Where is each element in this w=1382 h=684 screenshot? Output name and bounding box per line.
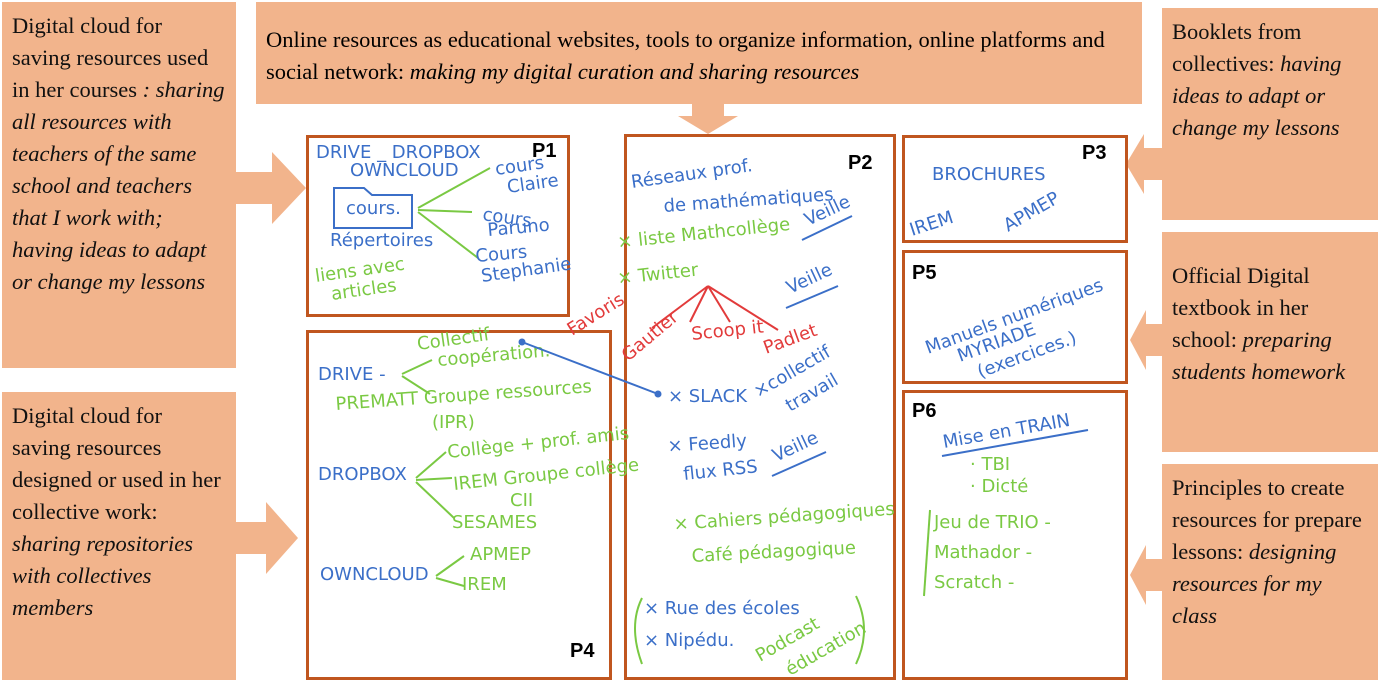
p2-scoopit: Scoop it: [690, 317, 764, 345]
p2-slack: × SLACK: [668, 386, 748, 407]
p4-apmep: APMEP: [470, 544, 531, 565]
connector-dot: [654, 390, 662, 398]
p3-irem: IREM: [907, 207, 956, 241]
panel-p6: [902, 390, 1128, 680]
panel-label-p4: P4: [570, 640, 595, 662]
p6-scratch: Scratch -: [934, 572, 1014, 593]
p1-folder-label: cours.: [346, 198, 401, 219]
p2-rue-des-ecoles: × Rue des écoles: [644, 598, 800, 619]
p1-drive-dropbox: DRIVE _ DROPBOX: [316, 142, 481, 163]
p2-favoris: Favoris: [564, 289, 629, 340]
callout-plain-text: Online resources as educational websites…: [266, 27, 1105, 84]
callout-right-p6: Principles to create resources for prepa…: [1162, 464, 1378, 680]
p2-nipedu: × Nipédu.: [644, 630, 734, 651]
p2-reseaux-1: Réseaux prof.: [630, 155, 754, 193]
arrow-left-icon: [1130, 545, 1162, 605]
arrow-right-icon: [236, 502, 298, 574]
p4-drive: DRIVE -: [318, 364, 386, 385]
callout-right-p5: Official Digital textbook in her school:…: [1162, 232, 1378, 452]
callout-plain-text: Official Digital textbook in her school:: [1172, 263, 1310, 352]
p2-gautier: Gautier: [618, 306, 683, 365]
p4-cii: CII: [510, 490, 533, 511]
p6-jeu-de-trio: Jeu de TRIO -: [933, 512, 1051, 533]
callout-italic-text: making my digital curation and sharing r…: [409, 59, 860, 84]
p6-dicte: · Dicté: [970, 476, 1028, 497]
p4-ipr: (IPR): [432, 412, 475, 433]
connector-line: [521, 341, 659, 395]
callout-italic-text: designing resources for my class: [1172, 539, 1337, 628]
panel-label-p6: P6: [912, 400, 937, 422]
panel-p1: [306, 135, 570, 317]
callout-italic-text: sharing repositories with collectives me…: [12, 531, 194, 620]
callout-left-p1: Digital cloud for saving resources used …: [2, 2, 236, 368]
p1-repertoires: Répertoires: [330, 230, 433, 251]
p1-owncloud: OWNCLOUD: [350, 160, 459, 181]
p2-feedly: × Feedly: [667, 430, 748, 457]
callout-italic-text: preparing students homework: [1172, 327, 1346, 384]
panel-p5: [902, 250, 1128, 384]
panel-label-p2: P2: [848, 152, 873, 174]
callout-italic-text: : sharing all resources with teachers of…: [12, 77, 225, 294]
p2-twitter: × Twitter: [616, 260, 699, 289]
panel-label-p5: P5: [912, 262, 937, 284]
p6-mise-en-train: Mise en TRAIN: [941, 410, 1071, 453]
panel-p2: [624, 134, 896, 680]
p4-dropbox: DROPBOX: [318, 464, 407, 485]
p2-cahiers: × Cahiers pédagogiques: [673, 499, 895, 535]
arrow-left-icon: [1126, 134, 1162, 194]
p3-brochures: BROCHURES: [932, 164, 1046, 185]
callout-plain-text: Booklets from collectives:: [1172, 19, 1302, 76]
panel-p4: [306, 330, 612, 680]
p4-irem: IREM: [462, 574, 507, 595]
callout-plain-text: Digital cloud for saving resources desig…: [12, 403, 221, 524]
callout-top-p2: Online resources as educational websites…: [256, 2, 1142, 104]
callout-plain-text: Digital cloud for saving resources used …: [12, 13, 209, 102]
p2-veille-2: Veille: [783, 259, 835, 298]
p6-tbi: · TBI: [970, 454, 1010, 475]
p1-cours-paruno-2: Paruno: [487, 215, 551, 241]
panel-p3: [902, 135, 1128, 243]
p2-flux-rss: flux RSS: [682, 456, 758, 485]
p3-apmep: APMEP: [1000, 188, 1063, 237]
p4-owncloud: OWNCLOUD: [320, 564, 429, 585]
p1-cours-steph-1: Cours: [475, 242, 528, 267]
folder-icon: [333, 187, 413, 229]
arrow-right-icon: [236, 152, 306, 224]
arrow-down-icon: [678, 104, 738, 134]
p4-sesames: SESAMES: [452, 512, 537, 533]
callout-plain-text: Principles to create resources for prepa…: [1172, 475, 1362, 564]
connector-dot: [518, 338, 526, 346]
panel-label-p1: P1: [532, 140, 557, 162]
callout-italic-text: having ideas to adapt or change my lesso…: [1172, 51, 1342, 140]
p2-veille-3: Veille: [769, 427, 821, 466]
arrow-left-icon: [1130, 310, 1162, 370]
p6-mathador: Mathador -: [934, 542, 1032, 563]
p2-liste: × liste Mathcollège: [616, 214, 791, 253]
callout-left-p4: Digital cloud for saving resources desig…: [2, 392, 236, 680]
p2-cafe: Café pédagogique: [691, 537, 856, 567]
panel-label-p3: P3: [1082, 142, 1107, 164]
p4-irem-groupe: IREM Groupe collège: [452, 455, 640, 495]
callout-right-p3: Booklets from collectives: having ideas …: [1162, 8, 1378, 220]
